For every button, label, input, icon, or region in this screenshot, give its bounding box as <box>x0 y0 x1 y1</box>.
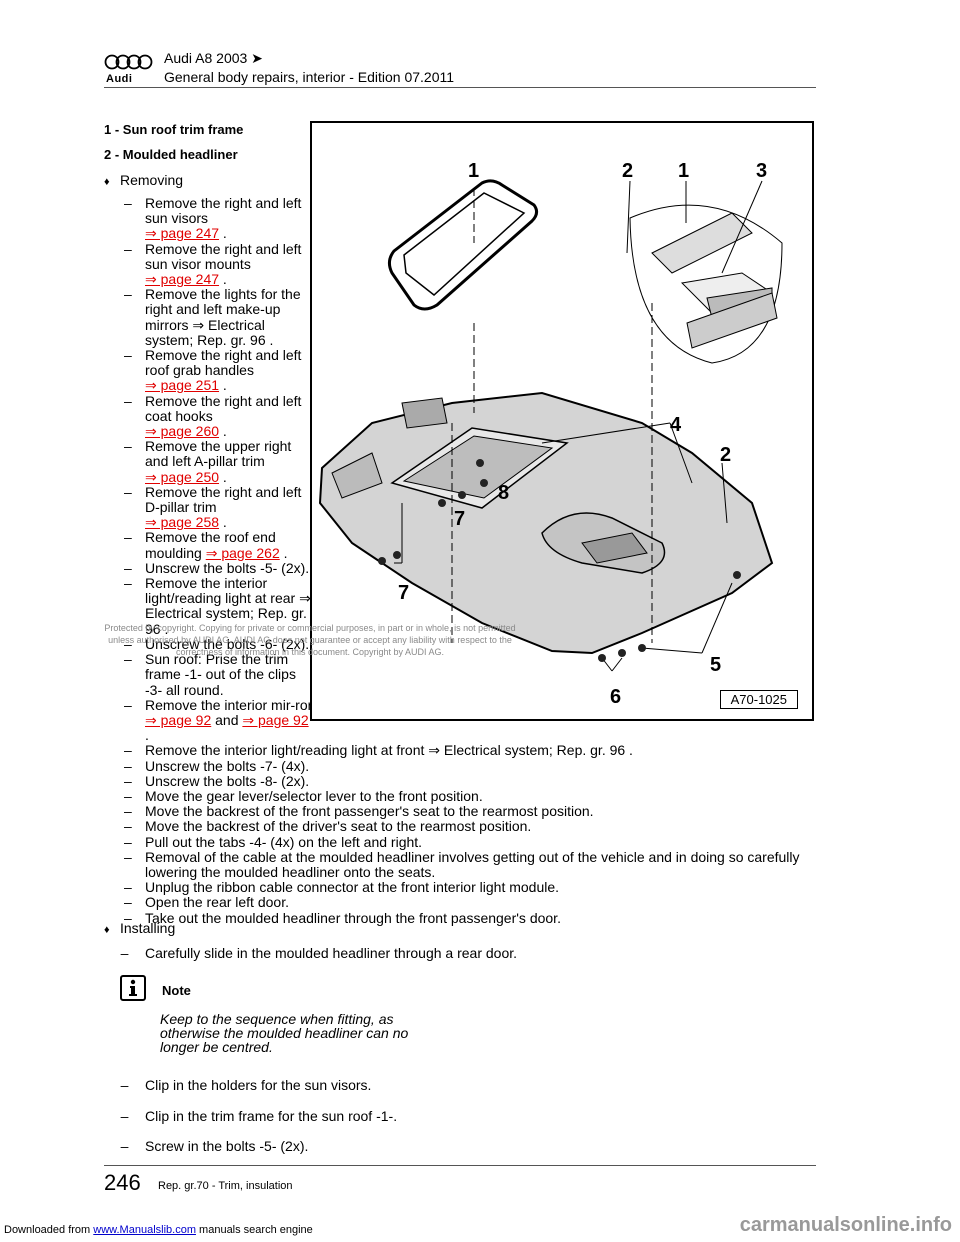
install-step: –Carefully slide in the moulded headline… <box>120 945 518 961</box>
install-step: –Screw in the bolts -5- (2x). <box>120 1138 309 1154</box>
clip-detail-inset <box>629 204 783 364</box>
step-item: –Pull out the tabs -4- (4x) on the left … <box>124 833 423 850</box>
callout-7: 7 <box>454 508 465 530</box>
note-text: Keep to the sequence when fitting, as ot… <box>160 1011 409 1055</box>
step-item: –Unscrew the bolts -8- (2x). <box>124 772 310 789</box>
step-item: –Move the backrest of the driver's seat … <box>124 818 532 835</box>
step-item: –Remove the interior light/reading light… <box>124 742 633 759</box>
page-header: Audi Audi A8 2003 ➤ General body repairs… <box>104 50 816 88</box>
callout-6: 6 <box>610 686 621 708</box>
removal-steps: –Remove the right and left sun visors⇒ p… <box>104 195 824 926</box>
callout-4: 4 <box>670 414 682 436</box>
page-link[interactable]: ⇒ page 247 <box>145 225 220 242</box>
step-item: –Removal of the cable at the moulded hea… <box>124 848 800 880</box>
sun-roof-frame-shape <box>387 179 539 311</box>
diamond-bullet-icon: ♦ <box>104 924 110 936</box>
footer-divider <box>104 1165 816 1166</box>
page-number: 246 <box>104 1170 141 1195</box>
figure-id-label: A70-1025 <box>719 690 798 709</box>
audi-rings-logo <box>104 54 153 70</box>
callout-1: 1 <box>678 160 689 182</box>
page-link[interactable]: ⇒ page 260 <box>145 423 220 440</box>
step-item: –Remove the right and left sun visor mou… <box>124 240 302 288</box>
install-step: –Clip in the trim frame for the sun roof… <box>120 1108 398 1124</box>
step-item: –Open the rear left door. <box>124 894 289 911</box>
step-item: –Move the gear lever/selector lever to t… <box>124 787 483 804</box>
bolt-icons <box>378 459 741 662</box>
step-item: –Unscrew the bolts -6- (2x). <box>124 635 310 652</box>
page-link[interactable]: ⇒ page 250 <box>145 468 220 485</box>
note-label: Note <box>162 983 191 998</box>
removing-label: Removing <box>120 172 184 188</box>
step-item: –Sun roof: Prise the trim frame -1- out … <box>124 651 296 698</box>
callout-1: 1 <box>468 160 479 182</box>
step-item: –Remove the right and left sun visors⇒ p… <box>124 195 302 242</box>
page-link[interactable]: ⇒ page 258 <box>145 514 220 531</box>
step-item: –Remove the right and left D-pillar trim… <box>124 483 302 531</box>
manualslib-link[interactable]: www.Manualslib.com <box>93 1224 196 1236</box>
step-item: –Remove the right and left roof grab han… <box>124 347 302 394</box>
callout-7: 7 <box>398 582 409 604</box>
copyright-watermark: Protected by copyright. Copying for priv… <box>104 623 516 657</box>
installing-heading: ♦ Installing <box>104 920 175 936</box>
callout-2: 2 <box>720 444 731 466</box>
step-item: –Unscrew the bolts -7- (4x). <box>124 757 310 774</box>
site-watermark: carmanualsonline.info <box>739 1214 952 1236</box>
headliner-shape <box>318 391 774 655</box>
manual-subtitle: General body repairs, interior - Edition… <box>164 69 455 85</box>
leader-lines <box>394 180 763 672</box>
callout-8: 8 <box>498 482 509 504</box>
page-link[interactable]: ⇒ page 262 <box>205 544 280 561</box>
installing-label: Installing <box>120 920 176 936</box>
step-item: –Remove the interior light/reading light… <box>124 575 311 637</box>
brand-wordmark: Audi <box>106 73 133 85</box>
step-item: –Remove the interior mir-ror ⇒ page 92 a… <box>124 696 313 744</box>
headliner-figure: 1 2 1 3 4 2 8 7 7 5 6 A70-1025 <box>310 121 814 721</box>
callout-5: 5 <box>710 654 721 676</box>
step-item: –Remove the lights for the right and lef… <box>124 286 301 348</box>
removing-heading: ♦ Removing <box>104 172 183 188</box>
step-item: –Remove the right and left coat hooks⇒ p… <box>124 392 302 440</box>
page-link[interactable]: ⇒ page 251 <box>145 377 220 394</box>
step-item: –Remove the roof end moulding ⇒ page 262… <box>124 529 288 561</box>
download-banner: Downloaded from www.Manualslib.com manua… <box>4 1224 313 1236</box>
header-divider <box>104 87 816 88</box>
footer-section: Rep. gr.70 - Trim, insulation <box>158 1180 293 1192</box>
page-link[interactable]: ⇒ page 92 <box>145 711 212 728</box>
callout-3: 3 <box>756 160 767 182</box>
step-item: –Remove the upper right and left A-pilla… <box>124 438 292 485</box>
step-item: –Take out the moulded headliner through … <box>124 909 561 926</box>
diamond-bullet-icon: ♦ <box>104 176 110 188</box>
model-title: Audi A8 2003 ➤ <box>164 50 263 66</box>
headliner-drawing: 1 2 1 3 4 2 8 7 7 5 6 <box>318 160 783 708</box>
step-item: –Unscrew the bolts -5- (2x). <box>124 559 310 576</box>
item-sun-roof-trim-frame: 1 - Sun roof trim frame <box>104 122 244 137</box>
info-note-icon <box>120 975 146 1001</box>
step-item: –Unplug the ribbon cable connector at th… <box>124 879 560 896</box>
item-moulded-headliner: 2 - Moulded headliner <box>104 147 238 162</box>
page-link[interactable]: ⇒ page 92 <box>242 711 309 728</box>
step-item: –Move the backrest of the front passenge… <box>124 803 594 820</box>
page-link[interactable]: ⇒ page 247 <box>145 271 220 288</box>
callout-2: 2 <box>622 160 633 182</box>
install-step: –Clip in the holders for the sun visors. <box>120 1077 372 1093</box>
